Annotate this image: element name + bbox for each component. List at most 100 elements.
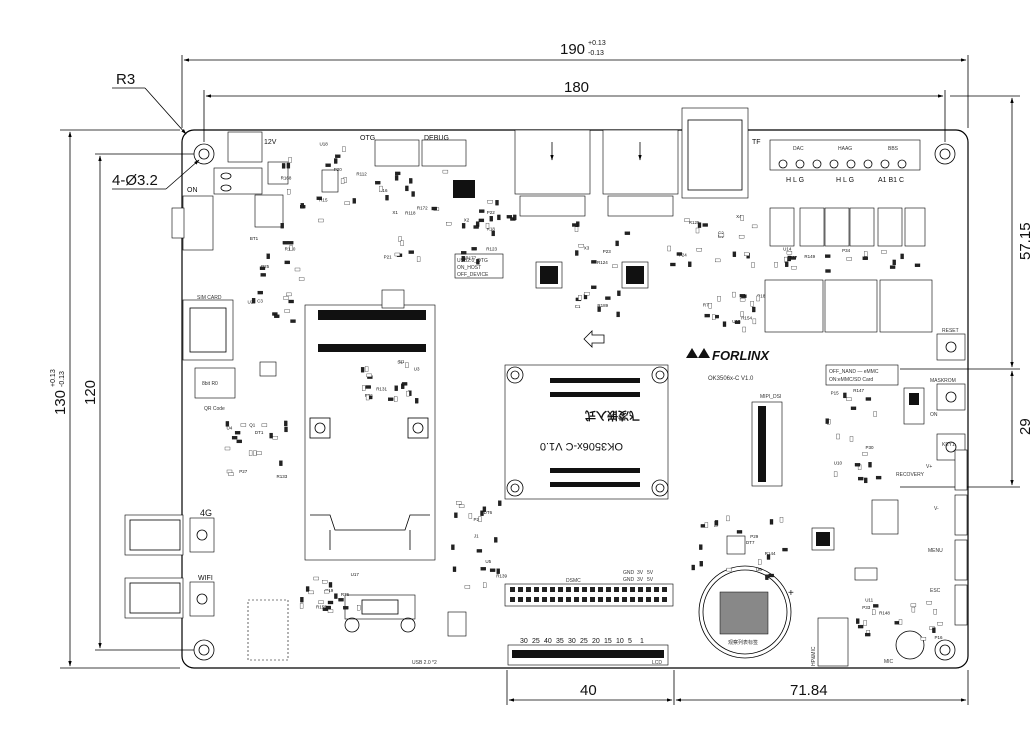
passive-part [298,277,305,281]
io-group-3: A1 B1 C [878,177,904,184]
boot-dip-switch[interactable] [903,387,925,425]
passive-part [327,609,334,613]
passive-part [280,223,284,229]
passive-part [865,632,871,637]
passive-part [269,432,273,439]
passive-part [875,475,882,480]
dsmc-pin [614,587,619,592]
gpio-5v-2: 5V [647,577,654,583]
passive-part [364,366,369,372]
passive-part [667,245,671,252]
passive-part [739,298,746,302]
dsmc-label: DSMC [566,578,581,584]
passive-part [791,266,797,270]
passive-part [451,544,455,550]
passive-part [932,627,936,633]
passive-part [591,285,597,289]
dim-corner-radius: R3 [116,71,135,88]
refdes-label: X4 [736,214,742,219]
refdes-label: U6 [756,567,762,572]
tf-card-slot: TF [681,107,761,199]
passive-part [226,469,233,474]
passive-part [751,224,758,229]
passive-part [476,549,483,553]
passive-part [485,223,490,229]
passive-part [825,418,829,424]
antenna-wifi-label: WIFI [198,575,213,582]
passive-part [248,450,253,456]
refdes-label: R155 [316,604,327,609]
refdes-label: J1 [474,533,479,538]
lcd-pin-number: 5 [628,638,632,645]
passive-part [676,252,683,256]
passive-part [766,554,771,560]
refdes-label: P27 [239,469,248,474]
passive-part [784,256,788,263]
passive-part [616,311,620,318]
passive-part [224,446,231,451]
passive-part [342,146,346,152]
dsmc-pin [654,597,659,602]
passive-part [256,451,262,455]
passive-part [836,433,840,440]
dsmc-pin [526,597,531,602]
passive-part [284,420,288,427]
passive-part [506,215,513,219]
passive-part [289,245,293,251]
gpio-3v-2: 3V [637,577,644,583]
passive-part [849,436,854,442]
dsmc-pin [646,597,651,602]
passive-part [318,600,324,604]
dimension-lines [60,55,1020,705]
io-group-2: H L G [836,177,854,184]
usb-otg-connector: OTG [360,135,420,167]
passive-part [790,256,796,260]
refdes-label: R177 [465,255,476,260]
passive-part [478,516,482,522]
refdes-label: R73 [703,303,712,308]
lcd-pin-number: 1 [640,638,644,645]
dsmc-pin [566,597,571,602]
passive-part [365,385,371,389]
passive-part [284,260,290,265]
refdes-label: R123 [486,246,497,251]
refdes-label: R139 [496,573,507,578]
passive-part [251,298,256,304]
lcd-pin-number: 15 [604,638,612,645]
passive-part [868,462,872,468]
passive-part [699,561,703,567]
passive-part [300,597,304,603]
passive-part [257,290,263,295]
passive-part [405,185,409,192]
refdes-label: U3 [414,367,420,372]
otg-table-title: USB2.0_OTG [457,258,488,264]
qr-bottom-caption: 观察列表标签 [728,639,758,646]
passive-part [892,259,896,266]
dim-hole-spec: 4-Ø3.2 [112,172,158,189]
passive-part [480,567,486,571]
passive-part [489,216,493,222]
button-reset[interactable]: RESET [936,328,966,361]
dsmc-pin [590,587,595,592]
dim-overall-height-tol-lower: -0.13 [59,371,66,387]
side-buttons[interactable]: V+ V- MENU ESC KEY1 ON [926,412,968,626]
passive-part [774,262,778,268]
button-maskrom[interactable]: MASKROM [930,378,966,411]
passive-part [308,590,314,595]
refdes-label: R172 [417,206,428,211]
passive-part [322,580,328,584]
dsmc-pin [526,587,531,592]
button-recovery[interactable]: RECOVERY [896,433,966,478]
passive-part [394,396,398,402]
passive-part [294,267,301,272]
refdes-label: R189 [597,303,608,308]
ethernet-port-2 [602,129,679,217]
passive-part [379,185,383,192]
dim-right-lower: 29 [1017,418,1034,435]
usb-label: USB 2.0 *2 [412,660,437,666]
passive-part [850,406,857,410]
passive-part [282,241,289,245]
passive-part [933,609,937,615]
